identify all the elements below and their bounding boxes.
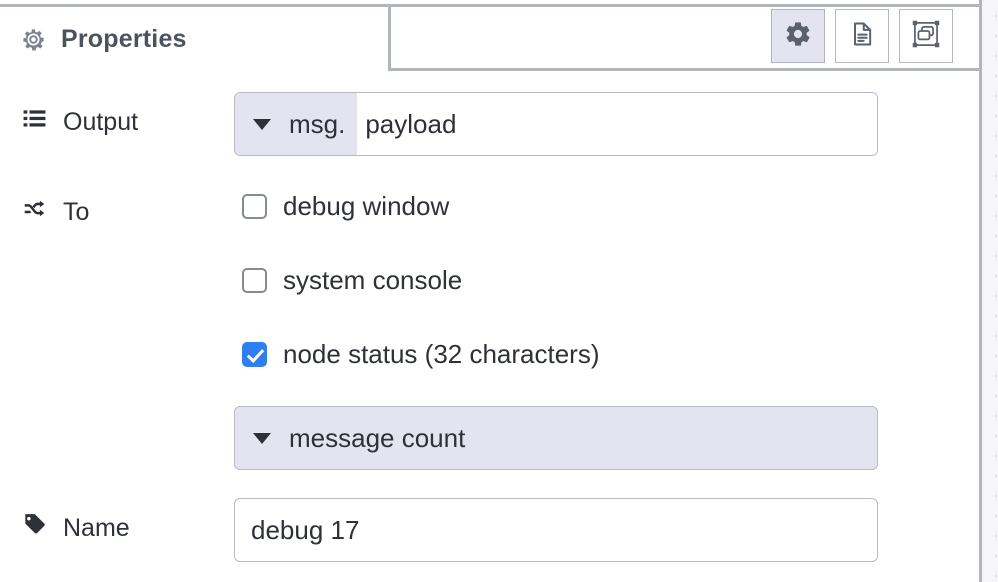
tab-properties-label: Properties (61, 24, 187, 53)
tag-icon (22, 512, 47, 544)
output-type-dropdown[interactable]: msg. (235, 93, 358, 155)
name-label: Name (0, 498, 234, 558)
system-console-checkbox-row[interactable]: system console (242, 265, 462, 296)
shuffle-icon (22, 196, 47, 228)
to-row: To (0, 182, 979, 242)
output-label-text: Output (63, 107, 139, 136)
chevron-down-icon (253, 118, 271, 130)
properties-view-button[interactable] (771, 9, 825, 63)
output-label: Output (0, 92, 234, 152)
output-type-label: msg. (289, 108, 346, 139)
node-status-checkbox[interactable] (242, 342, 267, 367)
document-icon (848, 20, 876, 53)
debug-window-label: debug window (283, 191, 450, 221)
tab-properties[interactable]: Properties (0, 7, 391, 71)
status-type-select[interactable]: message count (234, 406, 878, 470)
system-console-label: system console (283, 265, 463, 295)
debug-window-checkbox-row[interactable]: debug window (242, 191, 449, 222)
to-label-text: To (63, 197, 90, 226)
editor-canvas-background (982, 0, 998, 582)
system-console-checkbox[interactable] (242, 268, 267, 293)
gear-icon (20, 26, 47, 53)
description-view-button[interactable] (835, 9, 889, 63)
output-property-value[interactable]: payload (357, 93, 877, 155)
tab-bar-underline (391, 68, 979, 71)
name-label-text: Name (63, 513, 130, 542)
chevron-down-icon (253, 432, 271, 444)
node-status-checkbox-row[interactable]: node status (32 characters) (242, 339, 600, 370)
appearance-view-button[interactable] (899, 9, 953, 63)
name-input[interactable] (234, 498, 878, 562)
output-row: Output (0, 92, 979, 152)
node-appearance-icon (911, 19, 941, 54)
list-icon (22, 106, 47, 138)
debug-window-checkbox[interactable] (242, 194, 267, 219)
name-row: Name (0, 498, 979, 558)
to-label: To (0, 182, 234, 242)
panel-top-divider (0, 4, 979, 7)
status-type-value: message count (289, 422, 466, 453)
panel-tab-bar: Properties (0, 7, 979, 71)
output-typed-input[interactable]: msg. payload (234, 92, 878, 156)
gear-icon (784, 20, 812, 53)
node-status-label: node status (32 characters) (283, 339, 600, 369)
panel-view-buttons (771, 9, 953, 63)
